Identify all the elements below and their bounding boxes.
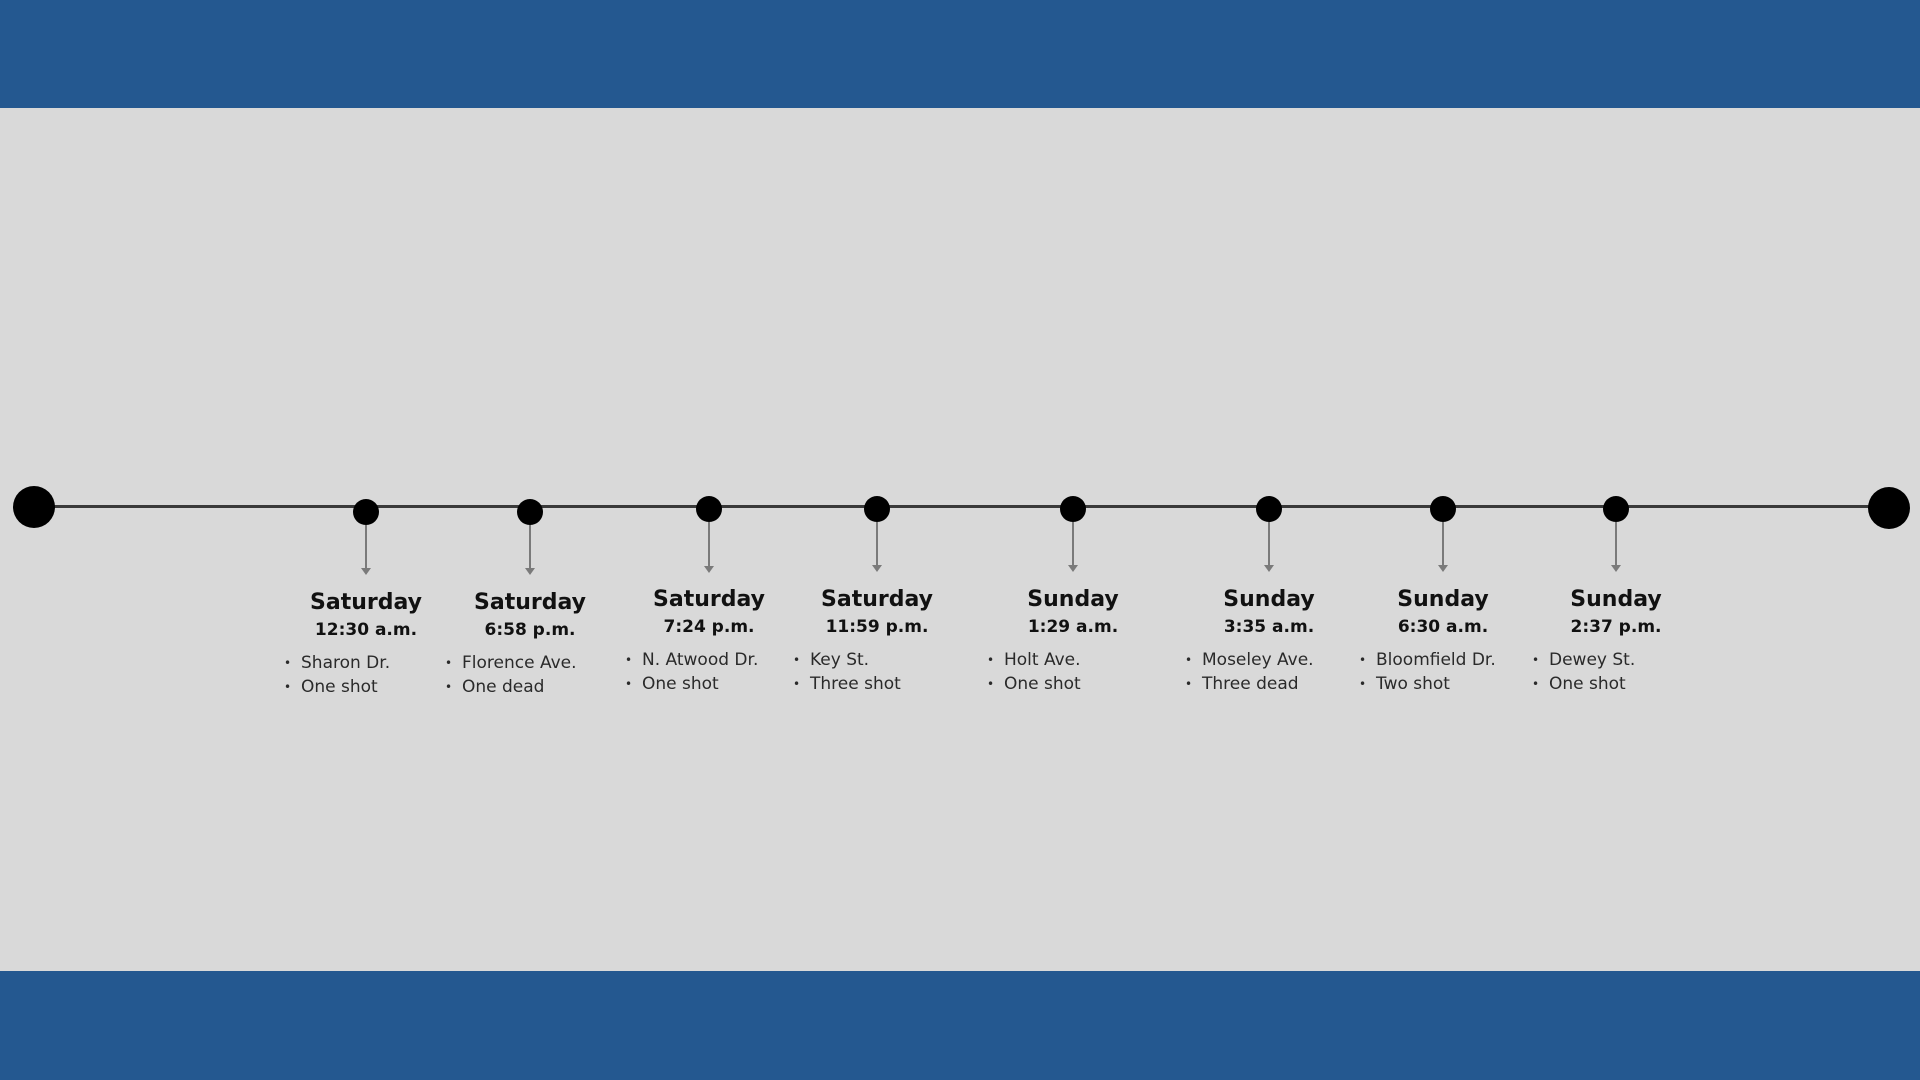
event-outcome: Two shot (1359, 672, 1496, 696)
event-time: 1:29 a.m. (1027, 617, 1119, 637)
timeline-line (34, 505, 1889, 508)
event-time: 12:30 a.m. (314, 620, 418, 640)
event-dot (696, 496, 722, 522)
event-outcome: One shot (1532, 672, 1635, 696)
event-dot (864, 496, 890, 522)
event-details: Dewey St.One shot (1532, 648, 1635, 696)
event-dot (1430, 496, 1456, 522)
event-location: Florence Ave. (445, 651, 577, 675)
arrow-head-icon (704, 566, 714, 573)
event-details: Bloomfield Dr.Two shot (1359, 648, 1496, 696)
arrow-head-icon (361, 568, 371, 575)
event-location: Moseley Ave. (1185, 648, 1314, 672)
event-day: Saturday (653, 587, 765, 612)
event-outcome: One shot (284, 675, 390, 699)
event-details: Holt Ave.One shot (987, 648, 1081, 696)
top-band (0, 0, 1920, 108)
event-location: Holt Ave. (987, 648, 1081, 672)
event-location: Key St. (793, 648, 901, 672)
bottom-band (0, 971, 1920, 1080)
down-arrow-icon (708, 522, 710, 568)
arrow-head-icon (872, 565, 882, 572)
down-arrow-icon (1442, 522, 1444, 567)
event-day: Saturday (310, 590, 422, 615)
timeline-end-dot (1868, 487, 1910, 529)
down-arrow-icon (1072, 522, 1074, 567)
event-outcome: Three shot (793, 672, 901, 696)
arrow-head-icon (525, 568, 535, 575)
event-time: 11:59 p.m. (825, 617, 929, 637)
event-time: 3:35 a.m. (1223, 617, 1315, 637)
event-day: Sunday (1397, 587, 1489, 612)
event-outcome: Three dead (1185, 672, 1314, 696)
event-time: 6:30 a.m. (1397, 617, 1489, 637)
arrow-head-icon (1264, 565, 1274, 572)
event-outcome: One shot (625, 672, 758, 696)
down-arrow-icon (1615, 522, 1617, 567)
down-arrow-icon (529, 525, 531, 570)
event-time: 7:24 p.m. (663, 617, 755, 637)
arrow-head-icon (1068, 565, 1078, 572)
event-details: Sharon Dr.One shot (284, 651, 390, 699)
event-details: Key St.Three shot (793, 648, 901, 696)
event-dot (517, 499, 543, 525)
event-dot (353, 499, 379, 525)
event-day: Sunday (1027, 587, 1119, 612)
arrow-head-icon (1438, 565, 1448, 572)
event-location: Dewey St. (1532, 648, 1635, 672)
event-details: Moseley Ave.Three dead (1185, 648, 1314, 696)
arrow-head-icon (1611, 565, 1621, 572)
down-arrow-icon (876, 522, 878, 567)
event-location: Sharon Dr. (284, 651, 390, 675)
event-day: Saturday (474, 590, 586, 615)
event-day: Sunday (1570, 587, 1662, 612)
event-dot (1060, 496, 1086, 522)
event-day: Saturday (821, 587, 933, 612)
event-outcome: One dead (445, 675, 577, 699)
down-arrow-icon (1268, 522, 1270, 567)
down-arrow-icon (365, 525, 367, 570)
timeline-start-dot (13, 486, 55, 528)
event-details: N. Atwood Dr.One shot (625, 648, 758, 696)
event-outcome: One shot (987, 672, 1081, 696)
event-day: Sunday (1223, 587, 1315, 612)
event-dot (1256, 496, 1282, 522)
event-time: 6:58 p.m. (484, 620, 576, 640)
event-dot (1603, 496, 1629, 522)
event-location: Bloomfield Dr. (1359, 648, 1496, 672)
event-location: N. Atwood Dr. (625, 648, 758, 672)
event-details: Florence Ave.One dead (445, 651, 577, 699)
event-time: 2:37 p.m. (1570, 617, 1662, 637)
